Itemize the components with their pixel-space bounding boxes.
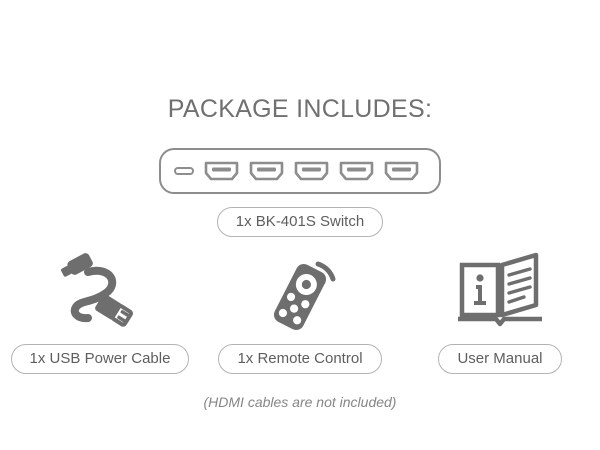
hdmi-port-3-icon: [294, 161, 329, 181]
switch-device-graphic: [0, 148, 600, 194]
hdmi-port-1-icon: [204, 161, 239, 181]
switch-label-pill: 1x BK-401S Switch: [216, 207, 384, 238]
accessory-items-row: 1x USB Power Cable: [0, 248, 600, 375]
user-manual-book-icon: [456, 248, 544, 334]
accessory-label-user-manual: User Manual: [438, 344, 562, 375]
accessory-item-user-manual: User Manual: [400, 248, 600, 375]
page-title: PACKAGE INCLUDES:: [167, 95, 433, 123]
usb-cable-icon: [58, 248, 142, 334]
micro-usb-port-icon: [174, 167, 194, 175]
hdmi-port-5-icon: [384, 161, 419, 181]
hdmi-port-4-icon: [339, 161, 374, 181]
footnote-text: (HDMI cables are not included): [203, 394, 397, 410]
accessory-item-remote-control: 1x Remote Control: [200, 248, 400, 375]
switch-label-container: 1x BK-401S Switch: [0, 207, 600, 238]
accessory-label-usb-cable: 1x USB Power Cable: [10, 344, 190, 375]
remote-control-icon: [258, 248, 342, 334]
hdmi-port-2-icon: [249, 161, 284, 181]
hdmi-switch-icon: [159, 148, 441, 194]
accessory-item-usb-cable: 1x USB Power Cable: [0, 248, 200, 375]
accessory-label-remote-control: 1x Remote Control: [218, 344, 382, 375]
